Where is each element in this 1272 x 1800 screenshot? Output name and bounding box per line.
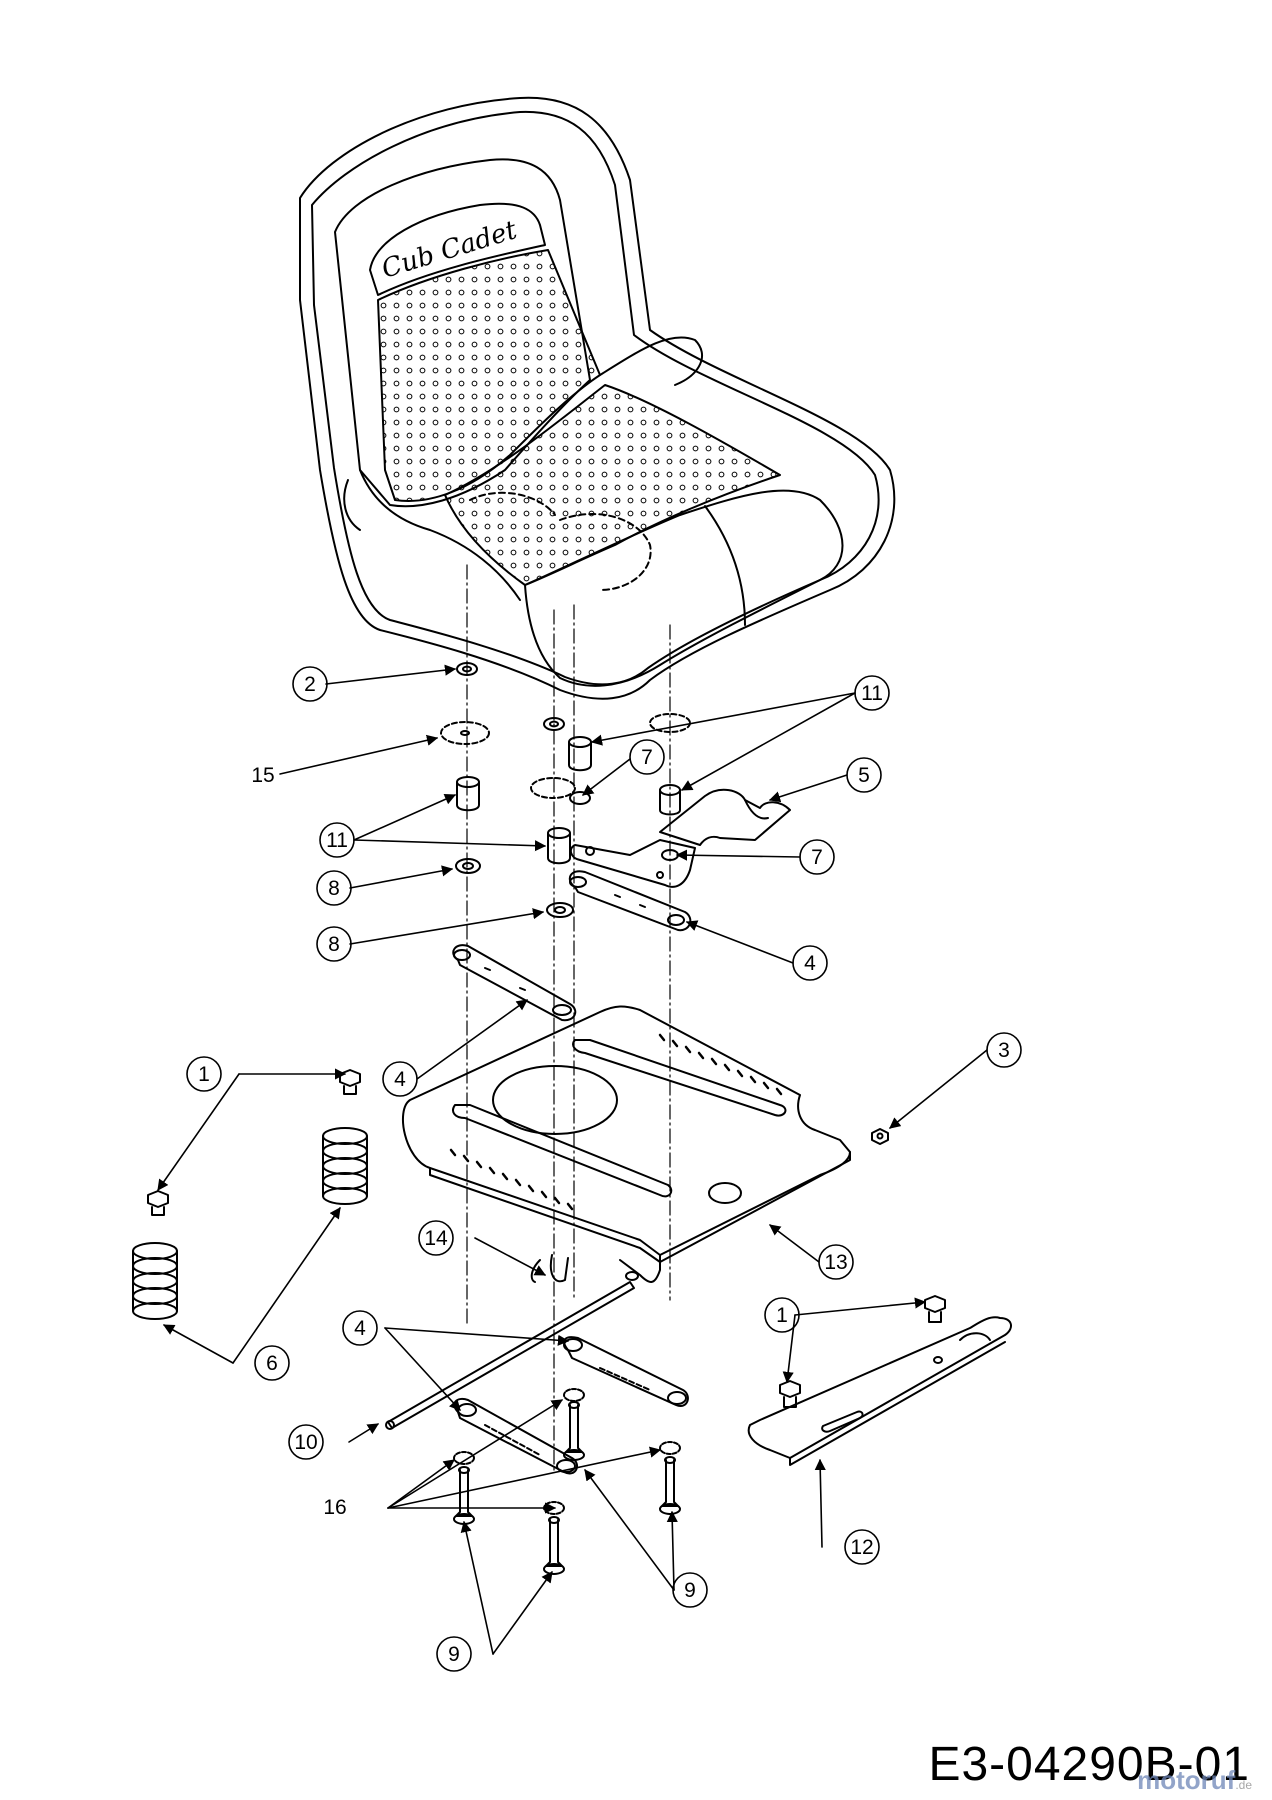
callout-label-10: 10 (294, 1431, 317, 1454)
callout-label-6: 6 (266, 1352, 278, 1375)
nut-3 (871, 1128, 889, 1145)
seat: Cub Cadet (299, 96, 896, 700)
center-lines (466, 564, 671, 1471)
seat-pan-13 (401, 1005, 851, 1283)
washer-7-top (530, 777, 591, 805)
seat-perforated-back (377, 249, 601, 502)
callout-label-11-left: 11 (326, 829, 348, 852)
callout-label-13: 13 (824, 1251, 847, 1274)
callout-labels: 2 15 11 8 8 11 7 5 7 4 4 3 1 6 13 14 4 1… (198, 673, 1010, 1666)
leader-lines (157, 664, 988, 1655)
washer-8-bottom (546, 902, 574, 918)
washer-8-top (455, 858, 481, 874)
callout-label-12: 12 (850, 1536, 873, 1559)
washer-center-top (543, 717, 565, 731)
seat-perforated-cushion (444, 384, 781, 586)
spring-6-right (322, 1127, 368, 1205)
callout-label-3: 3 (998, 1039, 1010, 1062)
callout-label-9-right: 9 (684, 1579, 696, 1602)
callout-label-7-top: 7 (641, 746, 653, 769)
support-bracket-12 (747, 1316, 1012, 1466)
callout-label-5: 5 (858, 764, 870, 787)
callout-label-4-middle: 4 (394, 1068, 406, 1091)
bracket-5 (659, 788, 791, 846)
bushing-11-right (659, 784, 681, 816)
rod-10 (385, 1281, 635, 1430)
callout-label-4-lower: 4 (354, 1317, 366, 1340)
callout-label-1-right: 1 (776, 1304, 788, 1327)
callout-label-9-left: 9 (448, 1643, 460, 1666)
site-watermark: motoruf.de (1137, 1765, 1252, 1796)
lower-link-bar-4-right (563, 1336, 689, 1407)
seat-logo-panel (369, 202, 546, 296)
lower-link-bar-4-left (453, 1398, 579, 1475)
link-bar-4-lower (452, 944, 577, 1022)
seat-pan-large-hole (492, 1065, 618, 1135)
clip-14 (530, 1254, 569, 1283)
link-plate-7 (569, 839, 696, 888)
shoulder-bolts-9 (453, 1401, 681, 1575)
watermark-name: motoruf (1137, 1765, 1236, 1795)
drawing-number: E3-04290B-01 (928, 1738, 1250, 1791)
callout-label-7-bottom: 7 (811, 846, 823, 869)
callout-label-2: 2 (304, 673, 316, 696)
bushing-11-center (547, 827, 571, 865)
callout-label-4-upper: 4 (804, 952, 816, 975)
washer-15 (440, 721, 490, 745)
spring-6-left (132, 1242, 178, 1320)
washer-2 (456, 662, 478, 676)
link-bar-4-upper (568, 870, 692, 932)
flange-bolts-1-left (147, 1069, 361, 1216)
callout-label-8-top: 8 (328, 877, 340, 900)
bushing-11-mid (568, 736, 592, 772)
callout-label-11-right: 11 (861, 682, 883, 705)
callout-label-15: 15 (251, 764, 274, 787)
callout-circles (186, 666, 1022, 1672)
callout-label-14: 14 (424, 1227, 448, 1250)
bushing-11-left (456, 776, 480, 812)
callout-label-16: 16 (323, 1496, 346, 1519)
watermark-tld: .de (1235, 1778, 1252, 1792)
callout-label-1-left: 1 (198, 1063, 210, 1086)
callout-label-8-bottom: 8 (328, 933, 340, 956)
